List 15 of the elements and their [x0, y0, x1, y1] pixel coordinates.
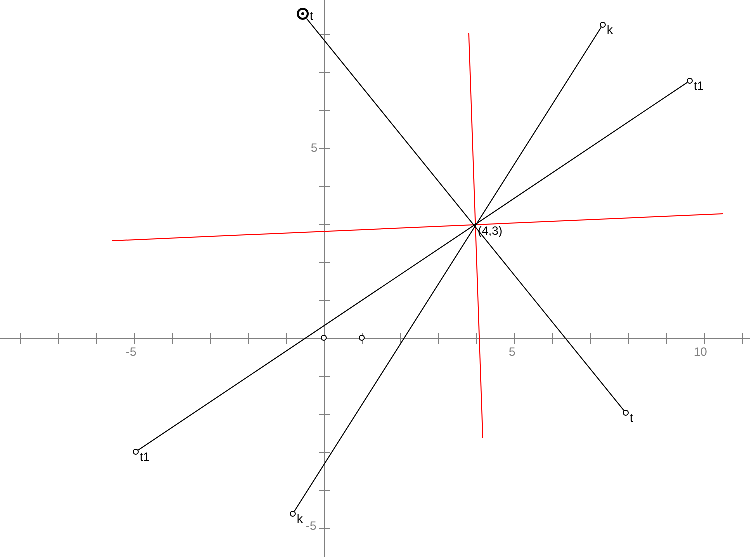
point-label: t1 [694, 80, 704, 93]
point-label: t [310, 10, 314, 23]
point-label: t1 [140, 451, 150, 464]
point-label: k [607, 24, 613, 37]
point-label: k [297, 513, 303, 526]
tick-label: -5 [126, 346, 137, 359]
tick-label: -5 [306, 520, 317, 533]
tick-label: 10 [694, 346, 708, 359]
line-segment [294, 27, 602, 512]
point-label: (4,3) [478, 225, 503, 238]
line-segment [306, 18, 625, 412]
point-label: t [630, 412, 634, 425]
line-segment [138, 82, 688, 451]
tick-label: 5 [509, 346, 516, 359]
tick-label: 5 [311, 142, 318, 155]
